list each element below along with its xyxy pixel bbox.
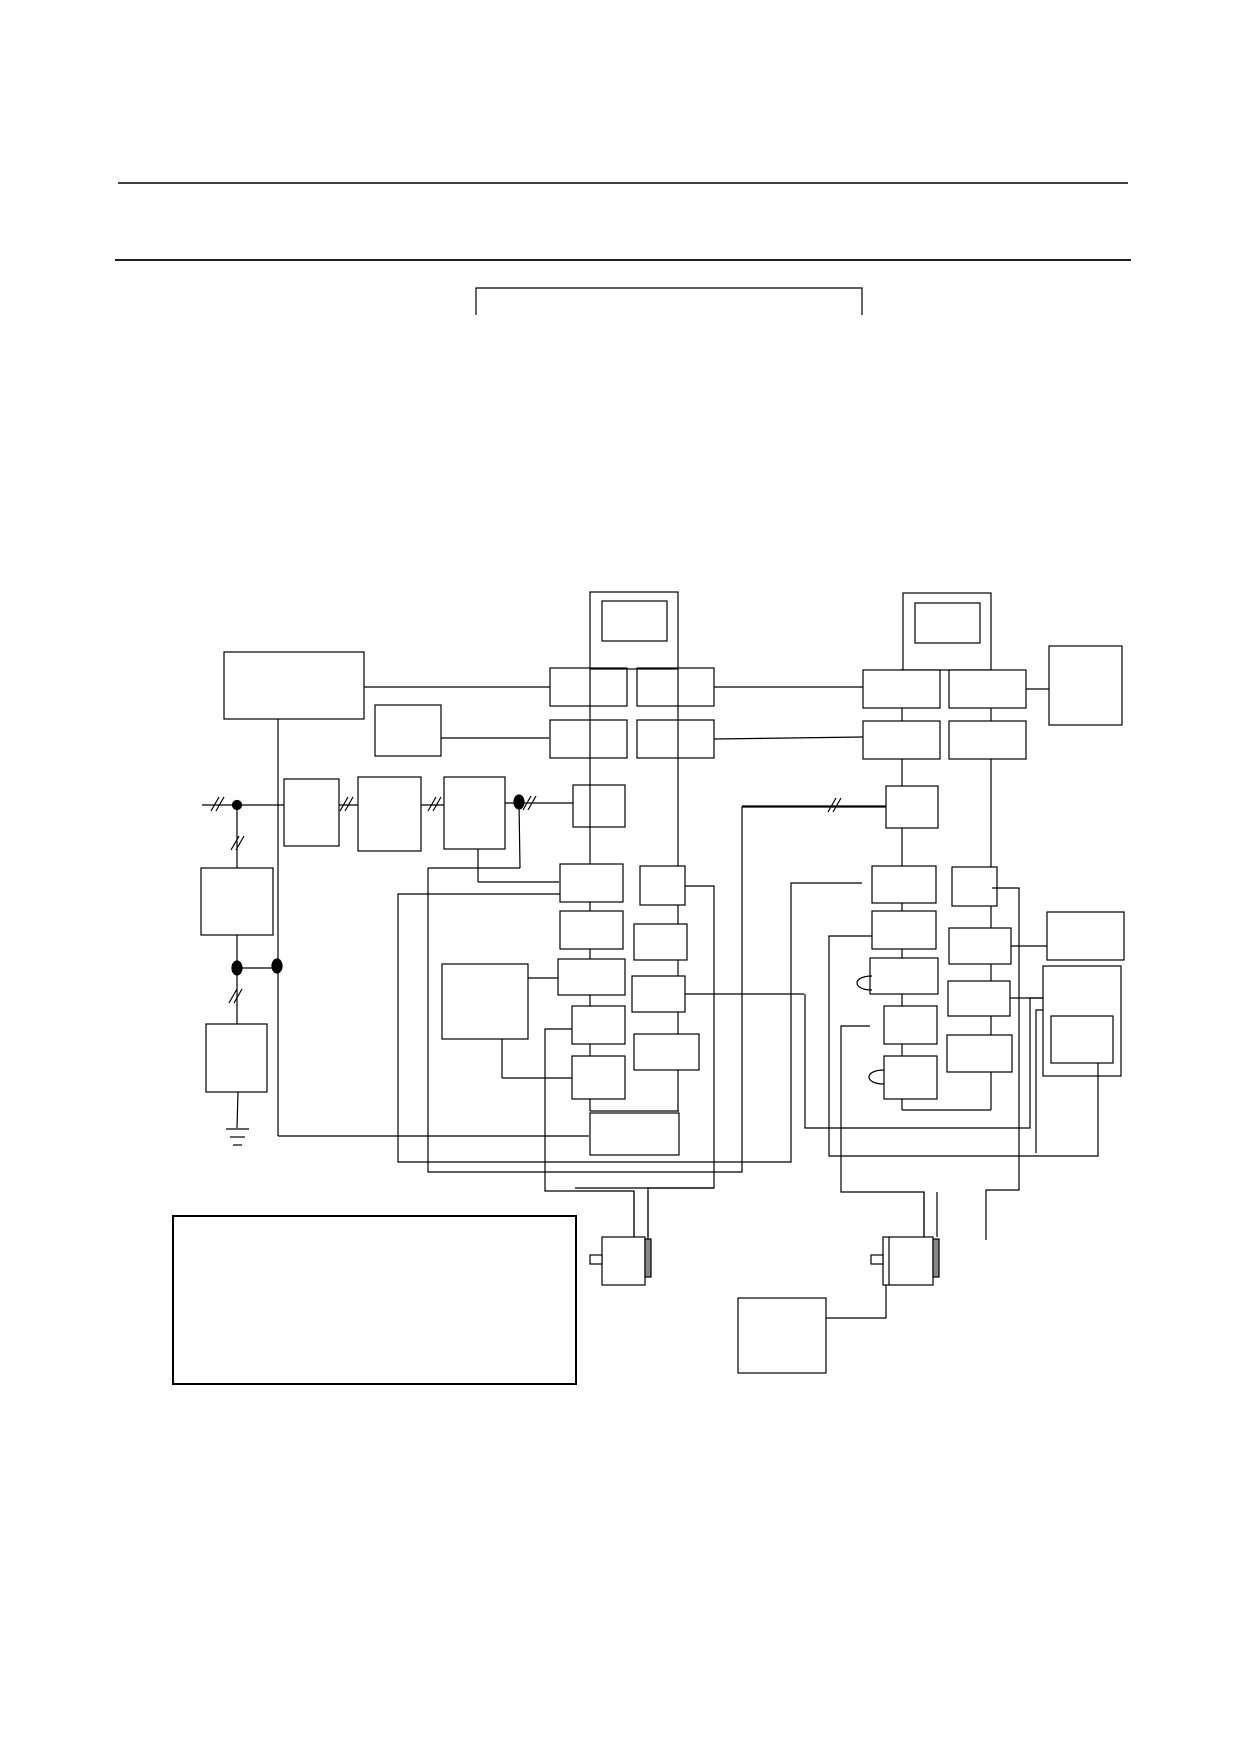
- right-display: [914, 602, 981, 644]
- bracket-line: [475, 287, 863, 315]
- right-a1: [862, 669, 941, 709]
- tick-r1b: [832, 797, 842, 813]
- loop-1: [397, 882, 862, 1163]
- tick-r1a: [827, 797, 837, 813]
- right-display-frame: [902, 592, 992, 671]
- left-b6: [631, 975, 686, 1013]
- left-a6: [557, 958, 626, 996]
- left-b2: [636, 719, 715, 759]
- right-b4: [951, 866, 998, 907]
- right-b5: [948, 927, 1012, 965]
- tick-v2b: [233, 988, 243, 1004]
- left-controller: [223, 651, 365, 720]
- right-a5: [871, 910, 937, 950]
- left-bottom-block: [589, 1112, 680, 1156]
- series-block-1: [283, 778, 340, 847]
- left-a1: [549, 667, 628, 707]
- left-a8: [571, 1055, 626, 1100]
- rloop-4: [804, 994, 1043, 1129]
- left-a4: [559, 863, 624, 903]
- right-b6: [947, 980, 1011, 1017]
- right-module-inner: [1050, 1015, 1114, 1064]
- right-b7: [946, 1034, 1013, 1073]
- tick-s3b: [527, 795, 537, 811]
- tick-s2a: [427, 796, 437, 812]
- right-aux-block: [1046, 911, 1125, 961]
- series-block-3: [443, 776, 506, 850]
- junction-dot-3: [271, 958, 283, 974]
- right-a2: [862, 720, 941, 760]
- left-a5: [559, 910, 624, 950]
- right-a3: [885, 785, 939, 829]
- motor-left-body: [601, 1236, 646, 1286]
- ground-lead: [236, 1091, 239, 1129]
- dot4-down: [518, 801, 521, 869]
- small-block: [374, 704, 442, 757]
- source-box-top: [200, 867, 274, 936]
- external-device: [1048, 645, 1123, 726]
- motor-right-shaft: [870, 1254, 884, 1265]
- tick-s2b: [432, 796, 442, 812]
- left-b7: [633, 1033, 700, 1071]
- left-a3: [572, 784, 626, 828]
- b2-to-ra2: [713, 736, 864, 740]
- right-b2: [948, 720, 1027, 760]
- rloop-2: [985, 887, 1020, 1240]
- right-b1: [948, 669, 1027, 709]
- right-a4: [871, 865, 937, 904]
- rloop-5: [1035, 1009, 1043, 1153]
- left-b5: [633, 923, 688, 961]
- lamp-1: [856, 975, 873, 991]
- right-a8: [883, 1055, 938, 1100]
- mains-tick-1: [210, 796, 220, 812]
- rloop-1: [828, 935, 1099, 1157]
- left-b4: [639, 865, 686, 906]
- mains-tick-2: [215, 796, 225, 812]
- load-box: [737, 1297, 827, 1374]
- left-a7: [571, 1005, 626, 1045]
- left-display: [601, 600, 668, 642]
- source-box-bottom: [205, 1023, 268, 1093]
- right-a7: [883, 1005, 938, 1045]
- loop-3: [575, 885, 715, 1189]
- left-side-block: [441, 963, 529, 1040]
- tick-s1a: [339, 796, 349, 812]
- right-a6: [869, 957, 939, 995]
- tick-s1b: [344, 796, 354, 812]
- legend-text: [186, 1228, 564, 1372]
- left-b1: [636, 667, 715, 707]
- lamp-2: [868, 1069, 885, 1085]
- legend-box: [172, 1215, 577, 1385]
- series-block-2: [357, 776, 422, 852]
- load-connector: [826, 1285, 887, 1319]
- tick-v2a: [228, 988, 238, 1004]
- tick-v1a: [230, 835, 240, 851]
- motor-left-cap: [644, 1238, 652, 1278]
- loop-5: [647, 1187, 714, 1240]
- tick-v1b: [235, 835, 245, 851]
- tick-s3a: [522, 795, 532, 811]
- left-a2: [549, 719, 628, 759]
- loop-2: [427, 806, 886, 1173]
- motor-right-body: [882, 1236, 934, 1286]
- motor-left-shaft: [589, 1254, 603, 1265]
- left-display-frame: [589, 591, 679, 670]
- motor-right-cap: [932, 1238, 940, 1278]
